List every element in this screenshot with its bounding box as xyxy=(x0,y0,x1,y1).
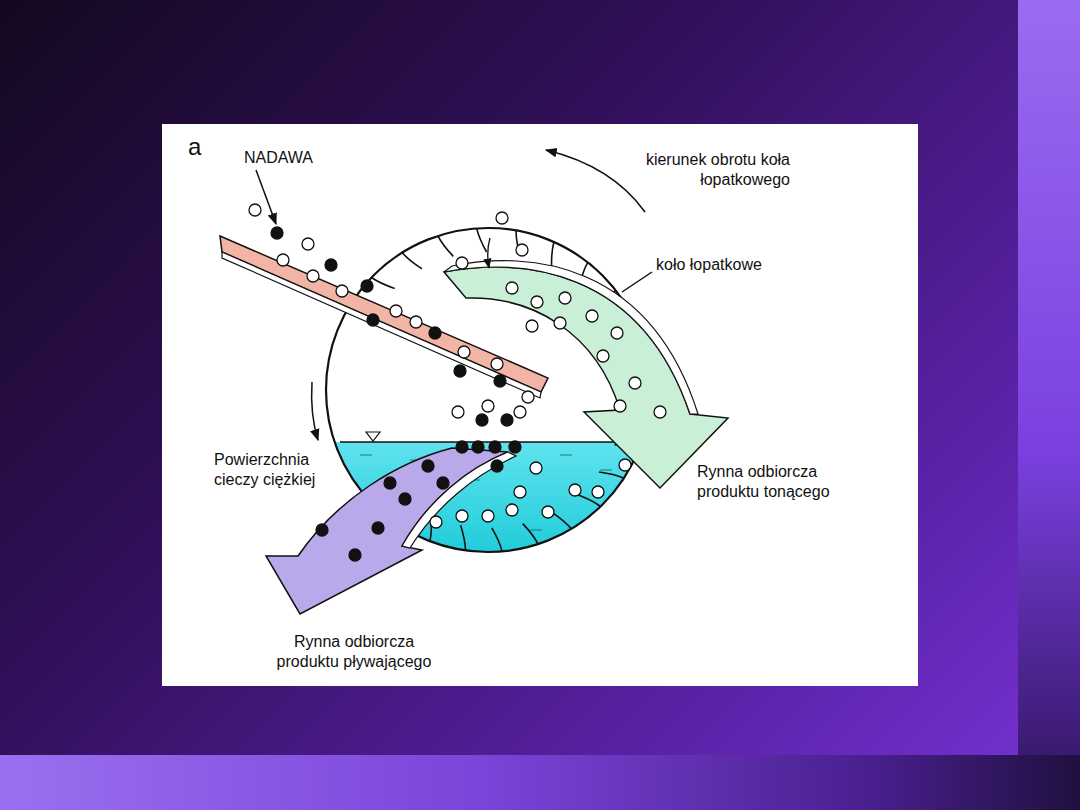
particle xyxy=(559,292,571,304)
particle xyxy=(654,406,666,418)
bottom-bar xyxy=(0,755,1080,810)
particle xyxy=(491,460,503,472)
rotation-label: kierunek obrotu koła łopatkowego xyxy=(572,150,790,190)
particle xyxy=(526,320,538,332)
particle xyxy=(456,257,468,269)
particle xyxy=(597,350,609,362)
particle xyxy=(316,524,328,536)
particle xyxy=(384,477,396,489)
float-chute-side xyxy=(402,452,516,548)
particle xyxy=(271,227,283,239)
particle xyxy=(349,549,361,561)
particle xyxy=(249,204,261,216)
paddle xyxy=(552,512,572,529)
particle xyxy=(586,310,598,322)
feed-chute xyxy=(220,236,548,392)
particle xyxy=(456,441,468,453)
image-panel xyxy=(162,124,918,686)
particle xyxy=(489,441,501,453)
particle xyxy=(496,212,508,224)
particle xyxy=(372,522,384,534)
wheel-label: koło łopatkowe xyxy=(656,255,806,275)
particle xyxy=(399,493,411,505)
paddle xyxy=(438,236,453,257)
particle xyxy=(452,406,464,418)
sink-chute-side xyxy=(444,261,698,414)
particle xyxy=(554,317,566,329)
particle xyxy=(619,459,631,471)
particle xyxy=(361,280,373,292)
feed-arrow xyxy=(256,170,276,224)
particle xyxy=(569,484,581,496)
paddle xyxy=(402,253,422,269)
particle xyxy=(514,486,526,498)
particle xyxy=(325,259,337,271)
particle xyxy=(437,477,449,489)
particle xyxy=(522,391,534,403)
particle xyxy=(592,486,604,498)
particle xyxy=(614,400,626,412)
particle xyxy=(390,305,402,317)
particle xyxy=(611,327,623,339)
particle xyxy=(476,414,488,426)
particle xyxy=(430,516,442,528)
feed-label: NADAWA xyxy=(244,148,344,168)
paddle xyxy=(523,524,538,545)
paddle xyxy=(492,528,502,552)
particle xyxy=(530,462,542,474)
particle xyxy=(302,238,314,250)
particles xyxy=(249,204,666,561)
particle xyxy=(506,504,518,516)
fall-arrow xyxy=(488,238,490,268)
particle xyxy=(472,441,484,453)
particle xyxy=(482,510,494,522)
particle xyxy=(506,282,518,294)
particle xyxy=(509,441,521,453)
rotation-arrow xyxy=(312,382,318,440)
particle xyxy=(458,346,470,358)
particle xyxy=(429,327,441,339)
sink-trough-label: Rynna odbiorcza produktu tonącego xyxy=(697,462,867,502)
particle xyxy=(277,254,289,266)
particle xyxy=(482,400,494,412)
particle xyxy=(501,414,513,426)
liquid-surface xyxy=(340,441,640,443)
particle xyxy=(542,506,554,518)
paddle xyxy=(599,472,624,478)
side-bar xyxy=(1018,0,1080,755)
particle xyxy=(336,285,348,297)
surface-marker xyxy=(366,432,380,441)
particle xyxy=(456,510,468,522)
particle xyxy=(629,377,641,389)
particle xyxy=(410,316,422,328)
paddle xyxy=(552,242,554,268)
float-trough-label: Rynna odbiorcza produktu pływającego xyxy=(268,632,440,672)
particle xyxy=(491,358,503,370)
paddle xyxy=(477,228,487,252)
paddle xyxy=(461,525,466,550)
paddle xyxy=(372,278,395,289)
particle xyxy=(516,244,528,256)
particle xyxy=(422,460,434,472)
particle xyxy=(454,365,466,377)
particle xyxy=(367,314,379,326)
surface-label: Powierzchnia cieczy ciężkiej xyxy=(214,450,326,490)
particle xyxy=(494,375,506,387)
particle xyxy=(531,296,543,308)
leader-line xyxy=(622,272,652,292)
particle xyxy=(514,406,526,418)
rotation-arrow xyxy=(546,150,645,212)
panel-letter: a xyxy=(188,132,218,162)
particle xyxy=(307,270,319,282)
